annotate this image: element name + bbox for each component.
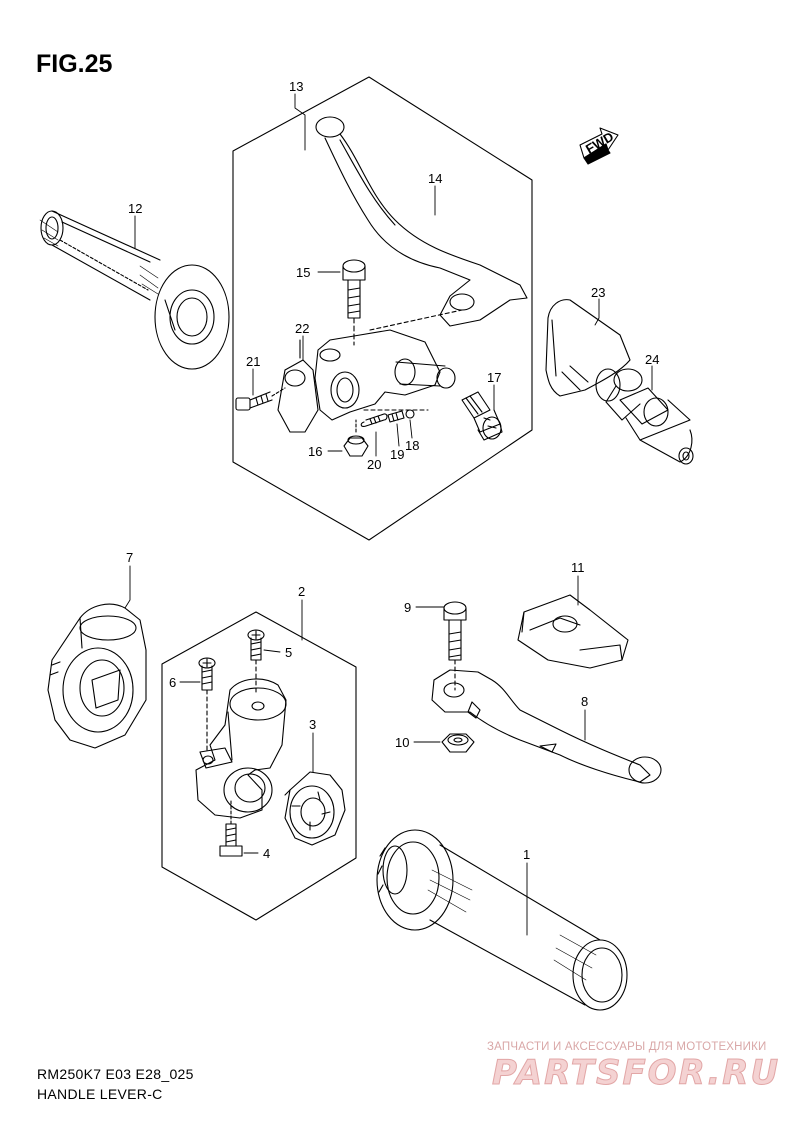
part-14-clutch-lever (315, 116, 528, 327)
group-outline-clutch-lever (232, 76, 533, 541)
part-11-boot (517, 594, 629, 669)
part-3-pulley (284, 771, 346, 846)
callout-4: 4 (263, 846, 270, 861)
part-15-bolt (342, 259, 366, 346)
watermark-logo: PARTSFOR.RU (491, 1053, 781, 1094)
callout-6: 6 (169, 675, 176, 690)
callout-21: 21 (246, 354, 260, 369)
part-22-clamp (277, 339, 319, 433)
part-24-cable-adjuster (605, 368, 694, 465)
part-7-switch-housing (47, 603, 147, 749)
callout-23: 23 (591, 285, 605, 300)
callout-3: 3 (309, 717, 316, 732)
callout-19: 19 (390, 447, 404, 462)
part-12-left-grip (39, 210, 230, 370)
part-9-bolt (443, 601, 467, 691)
figure-title: FIG.25 (36, 50, 113, 78)
part-10-nut (441, 733, 475, 753)
callout-17: 17 (487, 370, 501, 385)
callout-5: 5 (285, 645, 292, 660)
part-4-bolt (219, 799, 243, 857)
part-8-brake-lever (431, 669, 662, 784)
callout-11: 11 (571, 560, 585, 575)
part-6-screw (198, 657, 216, 751)
fwd-arrow-icon: FWD (579, 127, 619, 165)
watermark-tagline: ЗАПЧАСТИ И АКСЕССУАРЫ ДЛЯ МОТОТЕХНИКИ (487, 1041, 767, 1053)
part-21-bolt (235, 387, 286, 411)
callout-10: 10 (395, 735, 409, 750)
part-2-throttle-housing (195, 678, 287, 819)
part-16-nut (343, 419, 369, 457)
part-20-spring (360, 413, 388, 427)
part-17-adjuster (461, 391, 503, 441)
part-1-right-grip (376, 829, 628, 1011)
part-5-screw (247, 629, 265, 696)
callout-16: 16 (308, 444, 322, 459)
callout-12: 12 (128, 201, 142, 216)
callout-9: 9 (404, 600, 411, 615)
callout-2: 2 (298, 584, 305, 599)
callout-22: 22 (295, 321, 309, 336)
part-clutch-perch (314, 309, 463, 421)
callout-13: 13 (289, 79, 303, 94)
group-outline-hot-start (161, 611, 357, 921)
diagram-name: HANDLE LEVER-C (37, 1086, 163, 1102)
part-19-pin (387, 410, 405, 423)
callout-18: 18 (405, 438, 419, 453)
callout-labels: 13 14 12 23 15 22 21 24 17 18 19 20 16 7… (126, 79, 659, 862)
callout-7: 7 (126, 550, 133, 565)
part-23-boot (545, 299, 631, 402)
part-18-ball (405, 409, 415, 419)
callout-1: 1 (523, 847, 530, 862)
leader-lines (124, 93, 653, 936)
callout-24: 24 (645, 352, 659, 367)
model-code: RM250K7 E03 E28_025 (37, 1066, 194, 1082)
callout-15: 15 (296, 265, 310, 280)
callout-14: 14 (428, 171, 442, 186)
callout-20: 20 (367, 457, 381, 472)
callout-8: 8 (581, 694, 588, 709)
